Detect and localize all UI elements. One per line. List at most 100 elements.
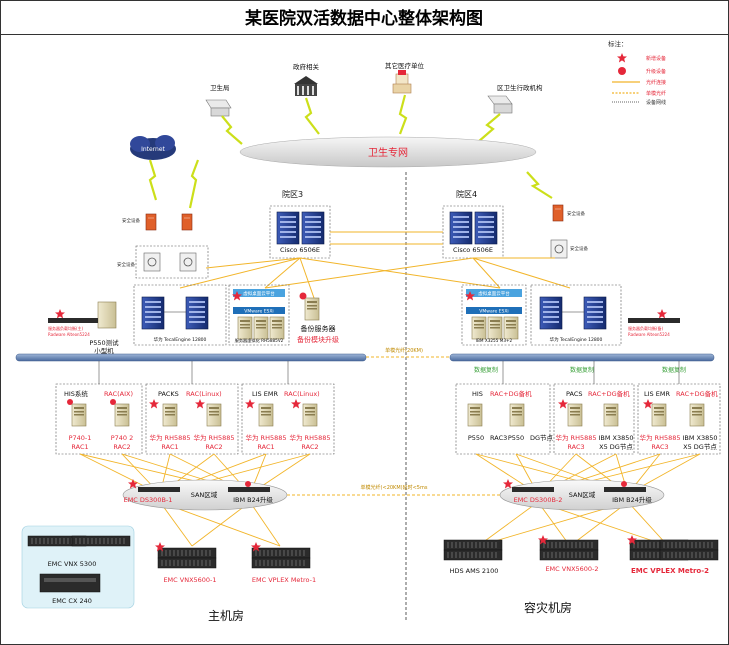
external-nodes: 卫生局 政府相关 其它医疗单位 区卫生行政机构 Internet [130, 61, 543, 160]
upgrade-marker-icon [299, 292, 307, 300]
sync-label: 数据复制 [570, 366, 594, 374]
server-role: RAC1 [257, 443, 274, 451]
server-name: 华为 RH5885 [555, 433, 596, 442]
dr-vmware-label: VMware ESXi [479, 309, 508, 315]
main-core-server-box [133, 284, 227, 346]
internet-label: Internet [141, 146, 165, 153]
sync-label: 数据复制 [474, 366, 498, 374]
dr-vplex [627, 535, 719, 561]
hospital-icon [392, 70, 412, 94]
lb-dr-label-2: Radware Alteon5224 [628, 332, 670, 337]
p550-test-server [97, 301, 117, 329]
lb-new-icon [55, 309, 65, 319]
group-tag: RAC+DG备机 [588, 389, 630, 398]
server-name: P550 [508, 434, 524, 442]
main-core-server-label: 华为 TecalEngine 12800 [154, 336, 207, 343]
legend-new-icon [617, 53, 627, 63]
server-name: IBM X3850 [682, 434, 717, 442]
server-name: 华为 RH5885 [289, 433, 330, 442]
main-vplex-label: EMC VPLEX Metro-1 [252, 576, 316, 584]
main-his-group: HIS系统 RAC(AIX) P740-1 RAC1 P740 2 RAC2 [55, 383, 143, 455]
weishengju-label: 卫生局 [210, 83, 230, 92]
dr-san-right-label: IBM B24升级 [612, 495, 652, 504]
server-name: P740 2 [111, 434, 134, 442]
main-vm-host-label: 服务器虚拟化 RH5885V2 [235, 337, 284, 344]
dr-hds [443, 539, 503, 561]
core-switch-left-label: Cisco 6506E [280, 246, 320, 254]
core-switch-right-label: Cisco 6506E [453, 246, 493, 254]
security-appliance-icon [179, 252, 197, 272]
main-room-label: 主机房 [208, 608, 244, 623]
main-vdi-label: 虚拟桌面云平台 [243, 290, 275, 297]
server-name: P740-1 [69, 434, 92, 442]
dr-vnx5600 [538, 535, 599, 561]
group-tag: RAC+DG备机 [490, 389, 532, 398]
p550-label-2: 小型机 [94, 346, 114, 355]
server-role: RAC1 [71, 443, 88, 451]
legend-item-cable: 设备网线 [646, 99, 666, 106]
server-role: RAC3 [490, 434, 507, 442]
fiber-20km-label: 单模光纤(20KM) [385, 347, 423, 354]
group-tag: RAC(AIX) [104, 390, 133, 398]
server-role: RAC2 [301, 443, 318, 451]
server-role: RAC3 [651, 443, 668, 451]
legend-item-fiber: 光纤连接 [646, 79, 666, 86]
government-building-icon [294, 76, 318, 96]
dr-vplex-label: EMC VPLEX Metro-2 [631, 567, 709, 575]
group-name: PACS [566, 390, 583, 398]
main-vdi-box [228, 284, 290, 346]
main-vmware-label: VMware ESXi [244, 309, 273, 315]
security-label: 安全设备 [122, 217, 140, 224]
group-tag: RAC+DG备机 [676, 389, 718, 398]
server-name: 华为 RH5885 [193, 433, 234, 442]
health-network-cloud [239, 136, 537, 168]
lb-main-device [48, 318, 98, 323]
group-name: LIS EMR [252, 390, 278, 398]
security-appliance-icon [550, 239, 568, 259]
main-legacy-storage-box [21, 525, 135, 609]
dr-hds-label: HDS AMS 2100 [450, 567, 499, 575]
group-name: PACKS [158, 390, 179, 398]
server-role: RAC2 [113, 443, 130, 451]
fiber-links-core [179, 231, 571, 299]
inter-dc-fiber-label: 单模光纤(<20KM)延时<5ms [361, 484, 428, 491]
dr-vm-host-label: IBM X3255 M3+2 [476, 338, 513, 343]
legend-item-new: 新增设备 [646, 55, 666, 62]
internet-cloud-icon [130, 135, 176, 160]
server-role: RAC2 [205, 443, 222, 451]
dr-lis-group: LIS EMR RAC+DG备机 华为 RH5885 RAC3 IBM X385… [637, 383, 721, 455]
dr-vdi-box [461, 284, 527, 346]
server-role: X5 DG节点 [599, 443, 633, 451]
main-backbone-bar [15, 353, 367, 362]
legend-item-upgrade: 升级设备 [646, 68, 666, 75]
core-switch-right [442, 205, 504, 259]
server-name: 华为 RH5885 [639, 433, 680, 442]
main-pacs-group: PACKS RAC(Linux) 华为 RH5885 RAC1 华为 RH588… [145, 383, 239, 455]
dr-his-group: HIS RAC+DG备机 P550 RAC3 P550 DG节点 [455, 383, 554, 455]
legend-upgrade-icon [618, 67, 626, 75]
right-security: 安全设备 安全设备 [550, 204, 588, 259]
wireless-links [148, 94, 553, 209]
main-vmware-bar [233, 307, 285, 314]
backup-server [299, 292, 320, 321]
group-tag: RAC(Linux) [186, 390, 222, 398]
server-role: X5 DG节点 [683, 443, 717, 451]
sync-label: 数据复制 [662, 366, 686, 374]
dr-pacs-group: PACS RAC+DG备机 华为 RH5885 RAC3 IBM X3850 X… [553, 383, 635, 455]
quwei-label: 区卫生行政机构 [497, 83, 543, 92]
legend: 标注： 新增设备 升级设备 光纤连接 单模光纤 设备网线 [608, 39, 666, 106]
health-network-label: 卫生专网 [368, 146, 408, 159]
main-san-right-label: IBM B24升级 [233, 495, 273, 504]
zone3-label: 院区3 [282, 189, 303, 199]
dr-room-label: 容灾机房 [524, 600, 572, 615]
group-name: HIS [472, 390, 483, 398]
backup-label: 备份服务器 [301, 324, 336, 333]
lb-dr-label-1: 服务器负载均衡(备) [628, 325, 664, 331]
backbone-drops [98, 361, 680, 384]
legend-heading: 标注： [608, 39, 628, 48]
server-role: RAC3 [567, 443, 584, 451]
server-name: 华为 RH5885 [245, 433, 286, 442]
qita-label: 其它医疗单位 [385, 61, 425, 70]
security-label: 安全设备 [567, 210, 585, 217]
dr-san-left-label: EMC DS300B-2 [514, 496, 563, 504]
